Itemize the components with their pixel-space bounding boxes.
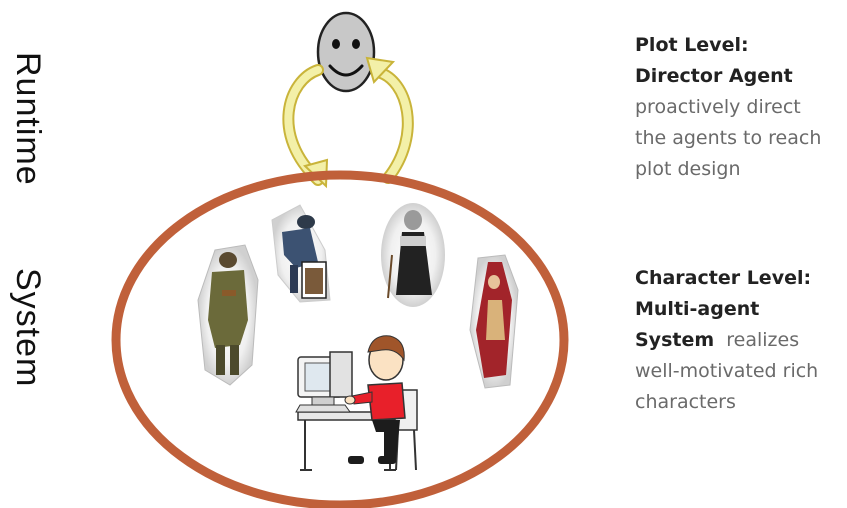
- plot-level-description: Plot Level: Director Agent proactively d…: [635, 30, 840, 185]
- red-riding-hood-figure-icon: [469, 254, 519, 389]
- plot-level-body-line: the agents to reach: [635, 127, 822, 149]
- realizes-text: realizes: [726, 329, 800, 351]
- system-realizes-line: System realizes: [635, 325, 845, 356]
- plot-level-body-line: proactively direct: [635, 96, 801, 118]
- old-woman-figure-icon: [381, 203, 445, 307]
- plot-level-heading: Plot Level:: [635, 34, 749, 56]
- multi-agent-heading: Multi-agent: [635, 298, 760, 320]
- character-level-description: Character Level: Multi-agent System real…: [635, 263, 845, 418]
- system-label: System: [9, 268, 47, 388]
- system-heading: System: [635, 329, 715, 351]
- person-at-computer-icon: [295, 335, 418, 471]
- bent-old-man-figure-icon: [271, 204, 331, 303]
- runtime-label: Runtime: [9, 52, 47, 186]
- character-level-body-line: well-motivated rich: [635, 360, 819, 382]
- director-smiley-face-icon: [316, 11, 376, 93]
- right-curved-arrow-icon: [365, 56, 414, 184]
- left-curved-arrow-icon: [282, 64, 329, 189]
- character-level-body-line: characters: [635, 391, 736, 413]
- plot-level-body-line: plot design: [635, 158, 741, 180]
- character-level-heading: Character Level:: [635, 267, 812, 289]
- runtime-system-ellipse: [111, 170, 569, 508]
- director-agent-heading: Director Agent: [635, 65, 793, 87]
- soldier-figure-icon: [197, 244, 259, 386]
